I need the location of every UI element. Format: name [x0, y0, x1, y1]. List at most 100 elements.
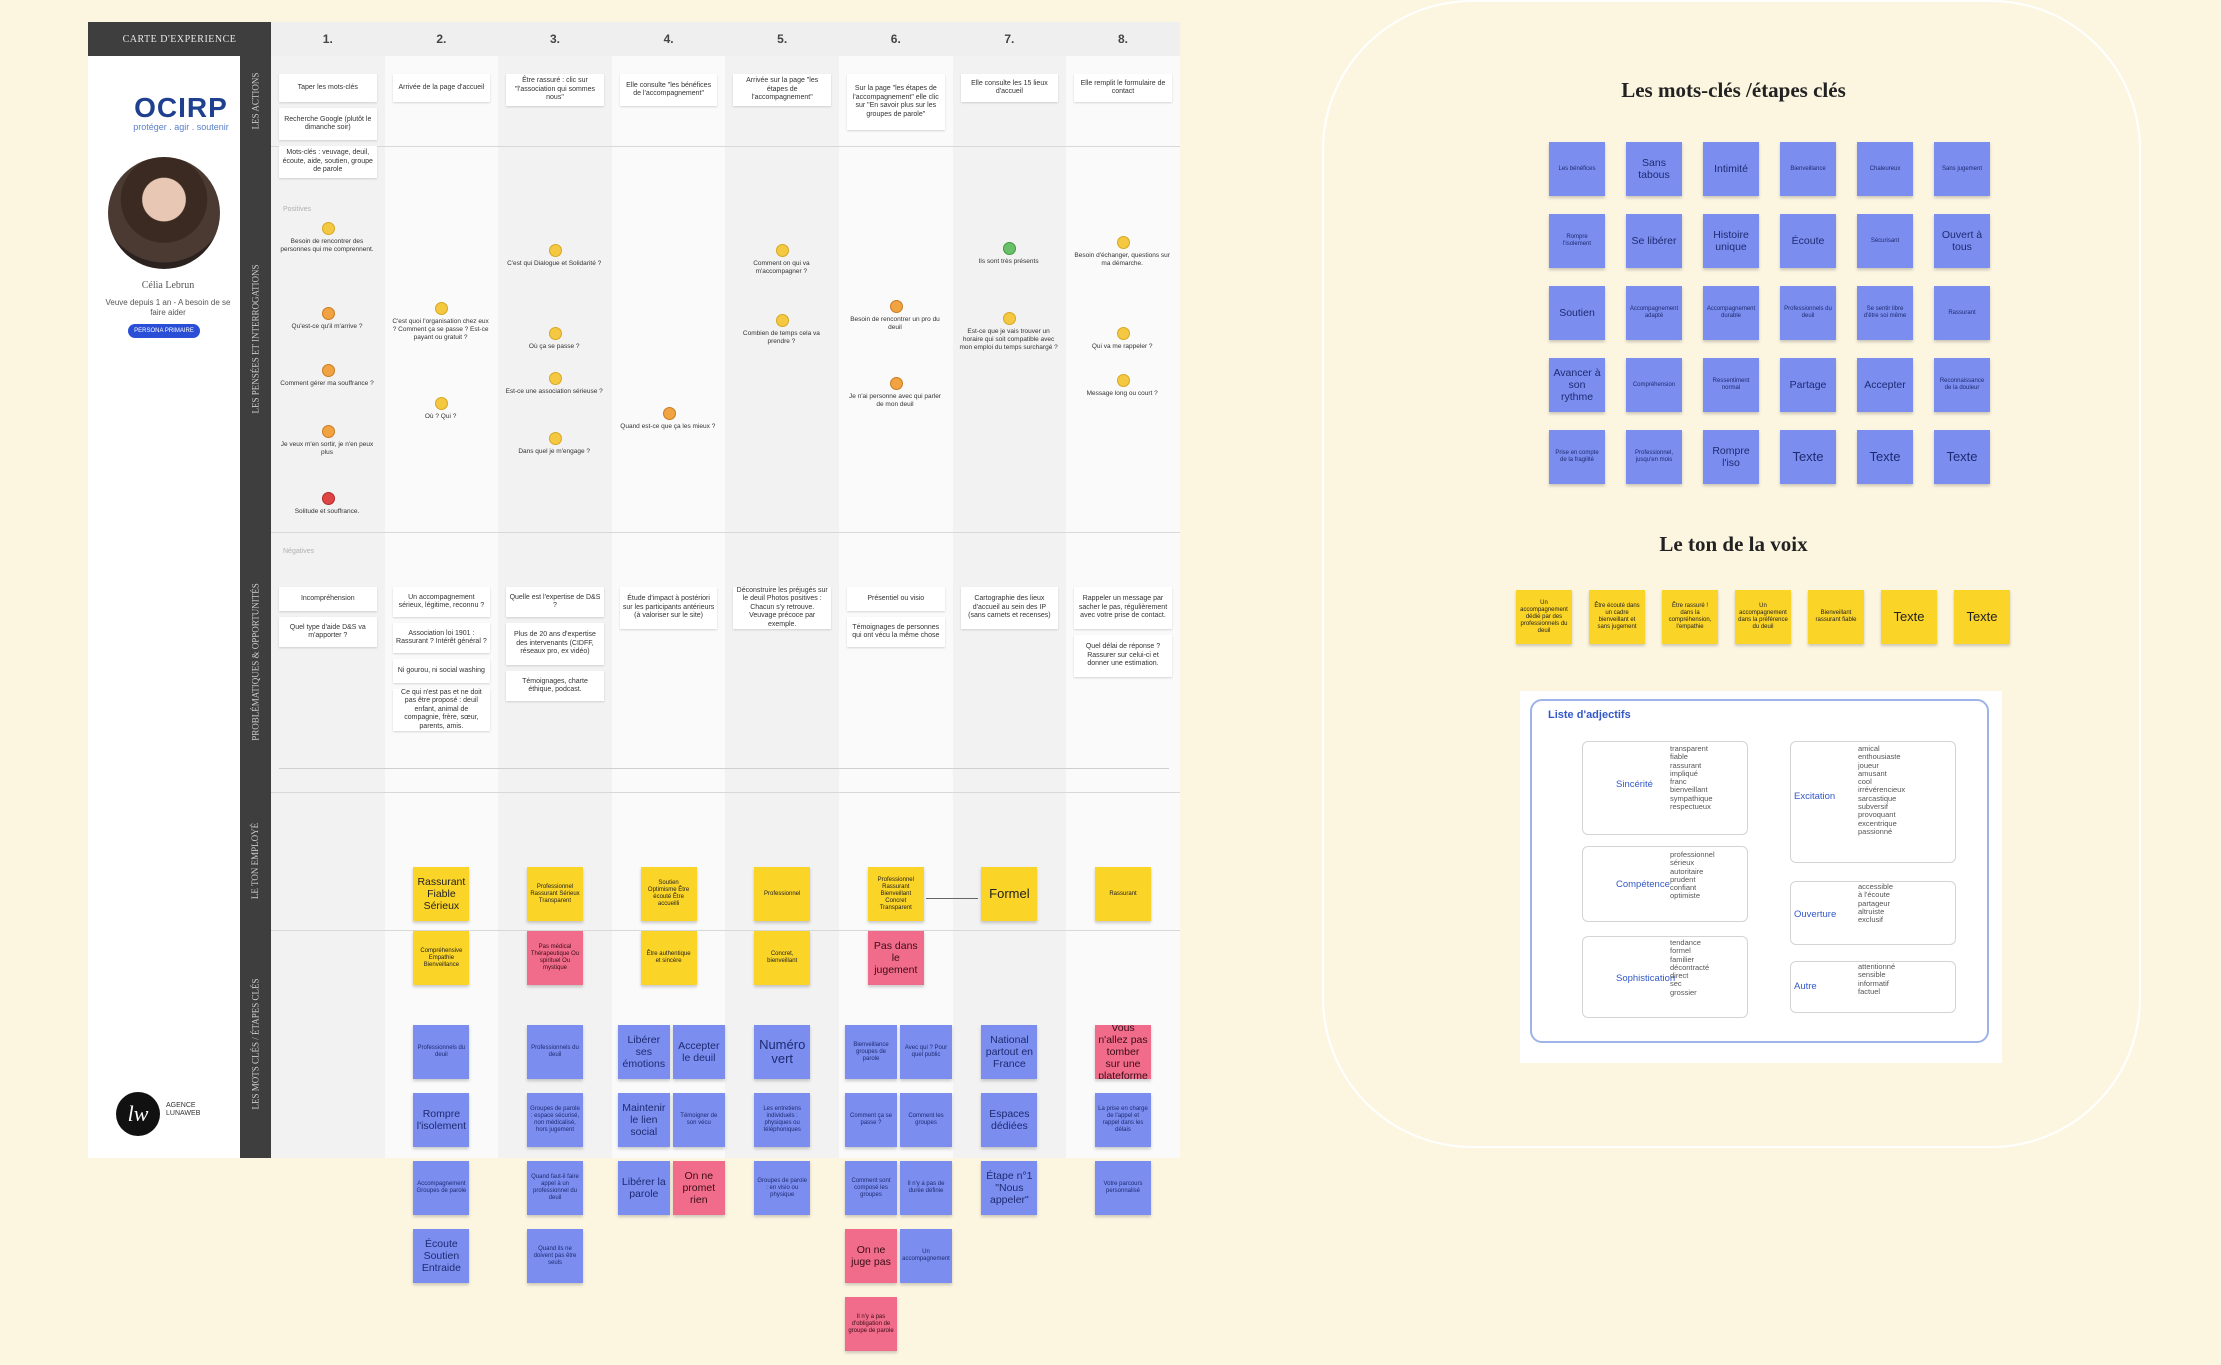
keyword-sticky[interactable]: Vous n'allez pas tomber sur une platefor…: [1095, 1025, 1151, 1079]
persona-badge[interactable]: PERSONA PRIMAIRE: [128, 324, 200, 338]
tone-sticky[interactable]: Rassurant Fiable Sérieux: [413, 867, 470, 921]
summary-tone-sticky[interactable]: Être rassuré ! dans la compréhension, l'…: [1662, 590, 1718, 644]
keyword-sticky[interactable]: Il n'y a pas de durée définie: [900, 1161, 952, 1215]
summary-keyword-sticky[interactable]: Compréhension: [1626, 358, 1682, 412]
keyword-sticky[interactable]: Étape n°1 "Nous appeler": [981, 1161, 1038, 1215]
keyword-sticky[interactable]: Maintenir le lien social: [617, 1093, 670, 1147]
keyword-sticky[interactable]: Numéro vert: [754, 1025, 811, 1079]
keyword-sticky[interactable]: Témoigner de son vécu: [672, 1093, 725, 1147]
summary-tone-sticky[interactable]: Texte: [1954, 590, 2010, 644]
summary-keyword-sticky[interactable]: Rompre l'isolement: [1549, 214, 1605, 268]
summary-tone-sticky[interactable]: Un accompagnement dans la préférence du …: [1735, 590, 1791, 644]
column-header: 2.: [384, 22, 499, 56]
summary-keyword-sticky[interactable]: Avancer à son rythme: [1549, 358, 1605, 412]
keyword-sticky[interactable]: Comment ça se passe ?: [845, 1093, 897, 1147]
keyword-sticky[interactable]: Votre parcours personnalisé: [1095, 1161, 1151, 1215]
summary-keyword-sticky[interactable]: Chaleureux: [1857, 142, 1913, 196]
keyword-sticky[interactable]: On ne juge pas: [845, 1229, 897, 1283]
summary-keyword-sticky[interactable]: Accepter: [1857, 358, 1913, 412]
keyword-sticky[interactable]: Professionnels du deuil: [527, 1025, 583, 1079]
keyword-sticky[interactable]: Groupes de parole : en visio ou physique: [754, 1161, 811, 1215]
keyword-sticky[interactable]: La prise en charge de l'appel et rappel …: [1095, 1093, 1151, 1147]
summary-keyword-sticky[interactable]: Partage: [1780, 358, 1836, 412]
map-header-label: CARTE D'EXPERIENCE: [88, 22, 271, 56]
emoji-icon: [1117, 374, 1130, 387]
keyword-sticky[interactable]: Écoute Soutien Entraide: [413, 1229, 470, 1283]
summary-keyword-sticky[interactable]: Ouvert à tous: [1934, 214, 1990, 268]
keyword-sticky[interactable]: Accompagnement Groupes de parole: [413, 1161, 470, 1215]
summary-keyword-sticky[interactable]: Sans tabous: [1626, 142, 1682, 196]
tone-sticky[interactable]: Soutien Optimisme Être écouté Être accue…: [640, 867, 697, 921]
summary-keyword-sticky[interactable]: Rassurant: [1934, 286, 1990, 340]
keyword-sticky[interactable]: Bienveillance groupes de parole: [845, 1025, 897, 1079]
summary-keyword-sticky[interactable]: Bienveillance: [1780, 142, 1836, 196]
summary-keyword-sticky[interactable]: Reconnaissance de la douleur: [1934, 358, 1990, 412]
keyword-sticky[interactable]: Libérer ses émotions: [617, 1025, 670, 1079]
keyword-sticky[interactable]: Un accompagnement: [900, 1229, 952, 1283]
keyword-sticky[interactable]: Professionnels du deuil: [413, 1025, 470, 1079]
keyword-sticky[interactable]: Rompre l'isolement: [413, 1093, 470, 1147]
tone-sticky[interactable]: Compréhensive Empathie Bienveillance: [413, 931, 470, 985]
row-label-actions: LES ACTIONS: [240, 56, 271, 146]
summary-keyword-sticky[interactable]: Professionnel, jusqu'en mois: [1626, 430, 1682, 484]
keyword-sticky[interactable]: On ne promet rien: [672, 1161, 725, 1215]
action-card: Taper les mots-clés: [279, 74, 377, 102]
keyword-sticky[interactable]: Quand ils ne doivent pas être seuls: [527, 1229, 583, 1283]
column-header: 7.: [952, 22, 1067, 56]
tone-sticky[interactable]: Être authentique et sincère: [640, 931, 697, 985]
tone-sticky[interactable]: Rassurant: [1095, 867, 1151, 921]
thought-text: Qu'est-ce qu'il m'arrive ?: [291, 323, 363, 330]
adjective-group-box: [1790, 961, 1956, 1013]
keyword-sticky[interactable]: Il n'y a pas d'obligation de groupe de p…: [845, 1297, 897, 1351]
keyword-sticky[interactable]: Les entretiens individuels : physiques o…: [754, 1093, 811, 1147]
summary-keyword-sticky[interactable]: Texte: [1934, 430, 1990, 484]
summary-keyword-sticky[interactable]: Se sentir libre d'être soi même: [1857, 286, 1913, 340]
summary-keyword-sticky[interactable]: Texte: [1780, 430, 1836, 484]
summary-keyword-sticky[interactable]: Les bénéfices: [1549, 142, 1605, 196]
tone-sticky[interactable]: Professionnel Rassurant Sérieux Transpar…: [527, 867, 583, 921]
summary-keyword-sticky[interactable]: Texte: [1857, 430, 1913, 484]
summary-keyword-sticky[interactable]: Soutien: [1549, 286, 1605, 340]
summary-keyword-sticky[interactable]: Se libérer: [1626, 214, 1682, 268]
tone-sticky[interactable]: Formel: [981, 867, 1038, 921]
keyword-sticky[interactable]: Comment les groupes: [900, 1093, 952, 1147]
summary-keyword-sticky[interactable]: Accompagnement adapté: [1626, 286, 1682, 340]
summary-keyword-sticky[interactable]: Prise en compte de la fragilité: [1549, 430, 1605, 484]
row-divider: [271, 146, 1180, 147]
adjective-group-name: Excitation: [1794, 791, 1836, 802]
summary-keyword-sticky[interactable]: Sans jugement: [1934, 142, 1990, 196]
tone-sticky[interactable]: Professionnel Rassurant Bienveillant Con…: [867, 867, 924, 921]
summary-keyword-sticky[interactable]: Rompre l'iso: [1703, 430, 1759, 484]
keyword-sticky[interactable]: Quand faut-il faire appel à un professio…: [527, 1161, 583, 1215]
keyword-sticky[interactable]: Libérer la parole: [617, 1161, 670, 1215]
keyword-sticky[interactable]: National partout en France: [981, 1025, 1038, 1079]
summary-tone-sticky[interactable]: Un accompagnement dédié par des professi…: [1516, 590, 1572, 644]
emoji-icon: [321, 364, 335, 377]
keyword-sticky[interactable]: Accepter le deuil: [672, 1025, 725, 1079]
tone-sticky[interactable]: Pas médical Thérapeutique Ou spirituel O…: [527, 931, 583, 985]
summary-keyword-sticky[interactable]: Intimité: [1703, 142, 1759, 196]
tone-sticky[interactable]: Concret, bienveillant: [754, 931, 811, 985]
summary-tone-sticky[interactable]: Bienveillant rassurant fiable: [1808, 590, 1864, 644]
keyword-sticky[interactable]: Avec qui ? Pour quel public: [900, 1025, 952, 1079]
thought-text: Quand est-ce que ça les mieux ?: [620, 423, 716, 430]
summary-keyword-sticky[interactable]: Ressentiment normal: [1703, 358, 1759, 412]
summary-keyword-sticky[interactable]: Écoute: [1780, 214, 1836, 268]
row-divider: [271, 792, 1180, 793]
column-header: 4.: [611, 22, 726, 56]
summary-keyword-sticky[interactable]: Professionnels du deuil: [1780, 286, 1836, 340]
summary-keyword-sticky[interactable]: Accompagnement durable: [1703, 286, 1759, 340]
tone-sticky[interactable]: Pas dans le jugement: [867, 931, 924, 985]
summary-keyword-sticky[interactable]: Sécurisant: [1857, 214, 1913, 268]
summary-keyword-sticky[interactable]: Histoire unique: [1703, 214, 1759, 268]
row-label-tone: LE TON EMPLOYÉ: [240, 792, 271, 930]
keyword-sticky[interactable]: Comment sont composé les groupes: [845, 1161, 897, 1215]
keyword-sticky[interactable]: Espaces dédiées: [981, 1093, 1038, 1147]
keyword-sticky[interactable]: Groupes de parole : espace sécurisé, non…: [527, 1093, 583, 1147]
thought-text: Dans quel je m'engage ?: [518, 448, 591, 455]
tone-sticky[interactable]: Professionnel: [754, 867, 811, 921]
summary-tone-sticky[interactable]: Texte: [1881, 590, 1937, 644]
problem-card: Cartographie des lieux d'accueil au sein…: [960, 587, 1059, 629]
summary-tone-sticky[interactable]: Être écouté dans un cadre bienveillant e…: [1589, 590, 1645, 644]
